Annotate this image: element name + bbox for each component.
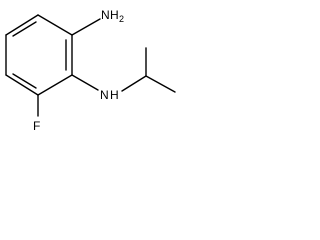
- nh2-label: NN: [101, 8, 110, 22]
- nh2-subscript: 2: [119, 14, 124, 24]
- bond-ch-to-methyl-right: [145, 75, 176, 93]
- nh2-element: N: [101, 8, 110, 22]
- bond-ring-to-nh2: [71, 18, 101, 36]
- ring-bond-c2-c3: [5, 14, 39, 36]
- ring-bond-c4-c5: [5, 74, 39, 96]
- fluorine-label: F: [33, 119, 40, 133]
- ring-double-bond-inner-2: [12, 21, 37, 37]
- molecule-structure: NN H 2 N H F: [5, 8, 176, 133]
- ring-double-bond-inner-3: [12, 73, 37, 89]
- nh2-h-label: H: [110, 8, 119, 22]
- bond-nh-to-ch: [121, 75, 147, 92]
- benzene-ring: [5, 14, 73, 96]
- ring-bond-c1-c2: [37, 14, 73, 36]
- ring-bond-c5-c6: [37, 74, 73, 96]
- bond-ring-to-nh: [71, 74, 99, 91]
- nh-hydrogen-label: H: [110, 88, 119, 102]
- nh-element-label: N: [100, 88, 109, 102]
